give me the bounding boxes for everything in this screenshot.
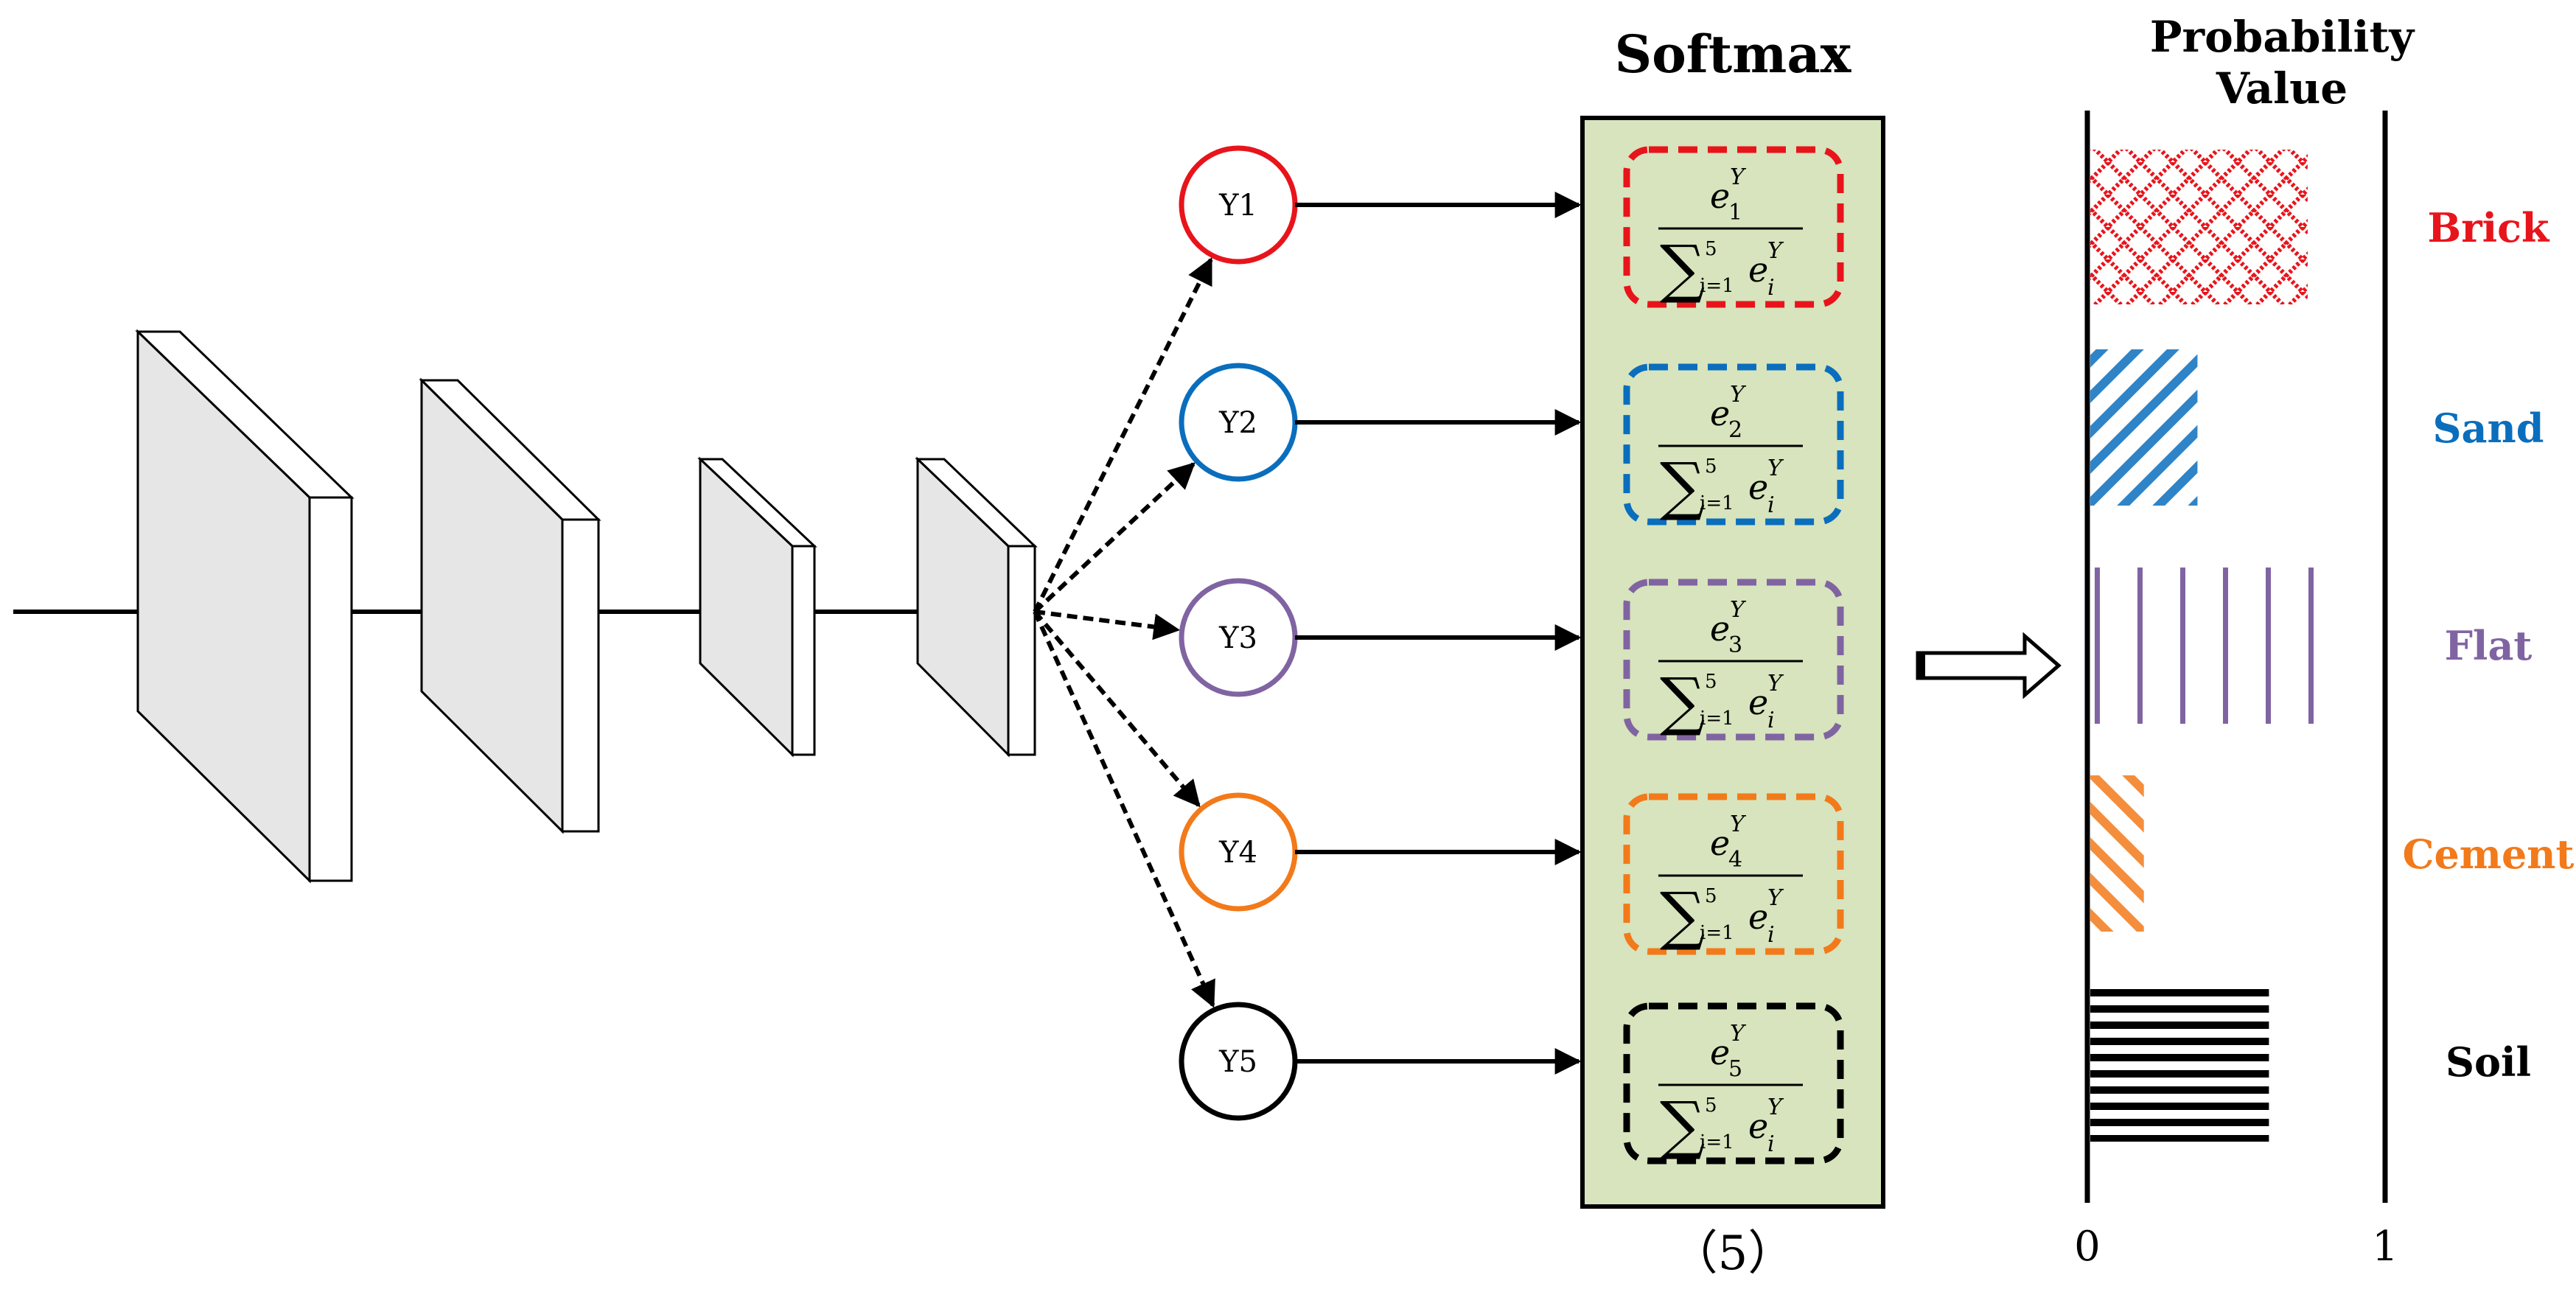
denominator-sup: Y <box>1767 671 1784 696</box>
sum-symbol: ∑ <box>1660 450 1705 523</box>
sum-symbol: ∑ <box>1660 232 1705 306</box>
denominator-base: e <box>1748 897 1768 937</box>
transition-arrow <box>1916 632 2062 699</box>
class-label-brick: Brick <box>2428 204 2550 251</box>
numerator-sub: 3 <box>1728 632 1742 658</box>
probability-bar-flat <box>2090 568 2347 724</box>
denominator-base: e <box>1748 1106 1768 1146</box>
sum-lower: i=1 <box>1700 708 1734 730</box>
sum-upper: 5 <box>1705 238 1717 260</box>
probability-bar-soil <box>2090 985 2269 1142</box>
numerator-base: e <box>1710 823 1730 863</box>
axis-label-zero: 0 <box>2074 1223 2101 1271</box>
probability-title-line1: Probability <box>2150 12 2415 62</box>
cnn-layer-3 <box>697 456 817 758</box>
transition-arrow-tail <box>1918 653 1925 678</box>
numerator-sub: 5 <box>1728 1056 1742 1082</box>
node-label: Y3 <box>1218 621 1257 655</box>
denominator-sub: i <box>1767 492 1775 518</box>
class-label-soil: Soil <box>2446 1038 2531 1086</box>
class-label-flat: Flat <box>2445 622 2533 669</box>
numerator-sub: 2 <box>1728 417 1742 443</box>
node-y2: Y2 <box>1179 363 1298 482</box>
dotted-arrow-y2 <box>1033 462 1195 614</box>
axis-label-one: 1 <box>2372 1223 2398 1271</box>
numerator-sub: 1 <box>1728 200 1742 226</box>
sum-upper: 5 <box>1705 671 1717 693</box>
denominator-base: e <box>1748 682 1768 722</box>
node-label: Y1 <box>1218 189 1257 223</box>
denominator-sup: Y <box>1767 238 1784 264</box>
sum-lower: i=1 <box>1700 1131 1734 1153</box>
numerator-sup: Y <box>1730 164 1747 190</box>
denominator-sup: Y <box>1767 455 1784 481</box>
dotted-arrow-y5 <box>1033 610 1215 1008</box>
sum-upper: 5 <box>1705 455 1717 478</box>
node-label: Y2 <box>1218 406 1257 440</box>
numerator-sup: Y <box>1730 1021 1747 1047</box>
denominator-base: e <box>1748 467 1768 507</box>
node-y4: Y4 <box>1179 792 1298 912</box>
dotted-arrow-y3 <box>1034 610 1181 640</box>
denominator-sup: Y <box>1767 1094 1784 1120</box>
sum-symbol: ∑ <box>1660 879 1705 953</box>
numerator-base: e <box>1710 394 1730 433</box>
softmax-title: Softmax <box>1615 24 1852 85</box>
dotted-arrow-y4 <box>1033 610 1201 808</box>
denominator-base: e <box>1748 250 1768 290</box>
node-y3: Y3 <box>1179 578 1298 697</box>
node-y5: Y5 <box>1179 1002 1298 1121</box>
denominator-sup: Y <box>1767 885 1784 911</box>
class-label-sand: Sand <box>2432 405 2544 452</box>
class-label-cement: Cement <box>2402 831 2574 878</box>
numerator-sup: Y <box>1730 382 1747 408</box>
probability-bar-cement <box>2090 775 2144 932</box>
denominator-sub: i <box>1767 275 1775 301</box>
cnn-layer-1 <box>135 329 355 884</box>
node-label: Y4 <box>1218 836 1257 870</box>
numerator-base: e <box>1710 609 1730 649</box>
probability-title-line2: Value <box>2216 63 2348 114</box>
numerator-sup: Y <box>1730 811 1747 837</box>
probability-bar-sand <box>2090 349 2198 506</box>
denominator-sub: i <box>1767 708 1775 733</box>
softmax-caption: （5） <box>1671 1226 1795 1281</box>
denominator-sub: i <box>1767 1131 1775 1157</box>
numerator-base: e <box>1710 176 1730 216</box>
dotted-arrows <box>1033 257 1215 1008</box>
node-y1: Y1 <box>1179 145 1298 265</box>
cnn-layer-4 <box>915 456 1038 758</box>
numerator-sup: Y <box>1730 597 1747 623</box>
sum-upper: 5 <box>1705 885 1717 907</box>
dotted-arrow-y1 <box>1033 257 1213 613</box>
sum-upper: 5 <box>1705 1094 1717 1117</box>
node-label: Y5 <box>1218 1045 1257 1079</box>
sum-lower: i=1 <box>1700 492 1734 514</box>
probability-bar-brick <box>2090 150 2308 304</box>
cnn-layer-2 <box>419 377 601 834</box>
sum-symbol: ∑ <box>1660 1089 1705 1162</box>
denominator-sub: i <box>1767 922 1775 948</box>
numerator-sub: 4 <box>1728 847 1742 873</box>
sum-lower: i=1 <box>1700 922 1734 944</box>
sum-symbol: ∑ <box>1660 665 1705 738</box>
numerator-base: e <box>1710 1033 1730 1072</box>
sum-lower: i=1 <box>1700 275 1734 297</box>
